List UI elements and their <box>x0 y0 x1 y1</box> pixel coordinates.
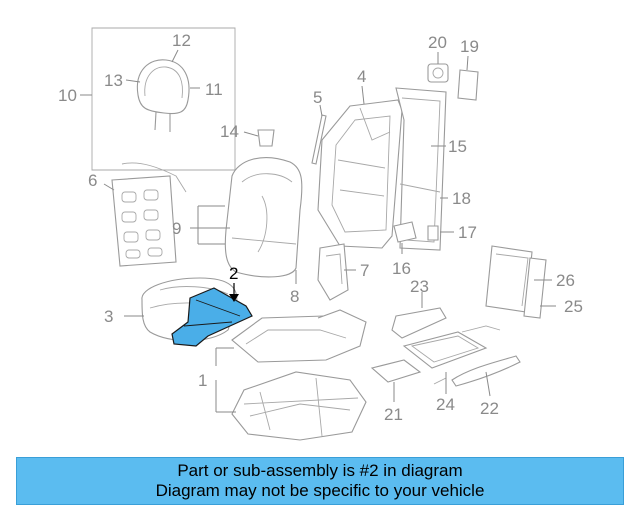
part-7 <box>317 243 349 301</box>
seat-back-mat <box>103 162 187 267</box>
callout-18: 18 <box>452 189 471 208</box>
callout-6: 6 <box>88 171 97 190</box>
highlighted-part-2 <box>171 283 253 347</box>
callout-21: 21 <box>384 405 403 424</box>
part-14 <box>257 129 275 147</box>
callout-20: 20 <box>428 33 447 52</box>
callout-4: 4 <box>357 67 366 86</box>
seat-track-frame <box>215 347 367 441</box>
callout-3: 3 <box>104 307 113 326</box>
back-panel <box>395 87 447 251</box>
callout-10: 10 <box>58 86 77 105</box>
callout-19: 19 <box>460 37 479 56</box>
callout-8: 8 <box>290 287 299 306</box>
seat-back-cushion <box>190 157 303 284</box>
callout-2: 2 <box>229 264 238 283</box>
seat-pan <box>231 309 367 363</box>
callout-5: 5 <box>313 88 322 107</box>
callout-13: 13 <box>104 71 123 90</box>
side-panel <box>485 245 556 319</box>
callout-25: 25 <box>564 297 583 316</box>
part-5 <box>311 114 327 165</box>
callout-1: 1 <box>198 371 207 390</box>
part-19 <box>457 69 479 101</box>
callout-14: 14 <box>220 122 239 141</box>
part-16 <box>393 221 417 243</box>
callout-9: 9 <box>172 219 181 238</box>
banner-line-2: Diagram may not be specific to your vehi… <box>155 481 485 500</box>
seat-heater-group <box>370 292 521 402</box>
seat-back-frame <box>317 85 403 249</box>
seat-parts-diagram: 12 13 11 10 20 19 4 5 14 15 6 18 9 17 16… <box>58 27 583 441</box>
callout-12: 12 <box>172 31 191 50</box>
info-banner: Part or sub-assembly is #2 in diagram Di… <box>16 457 624 505</box>
headrest-group <box>80 27 236 171</box>
callout-15: 15 <box>448 137 467 156</box>
callout-16: 16 <box>392 259 411 278</box>
banner-line-1: Part or sub-assembly is #2 in diagram <box>177 461 463 480</box>
callout-26: 26 <box>556 271 575 290</box>
callout-17: 17 <box>458 223 477 242</box>
callout-11: 11 <box>205 80 223 99</box>
callout-24: 24 <box>436 395 455 414</box>
callout-22: 22 <box>480 399 499 418</box>
callout-23: 23 <box>410 277 429 296</box>
part-20 <box>427 63 449 83</box>
callout-7: 7 <box>360 261 369 280</box>
part-17 <box>427 225 439 241</box>
part-2-shape <box>171 287 253 347</box>
